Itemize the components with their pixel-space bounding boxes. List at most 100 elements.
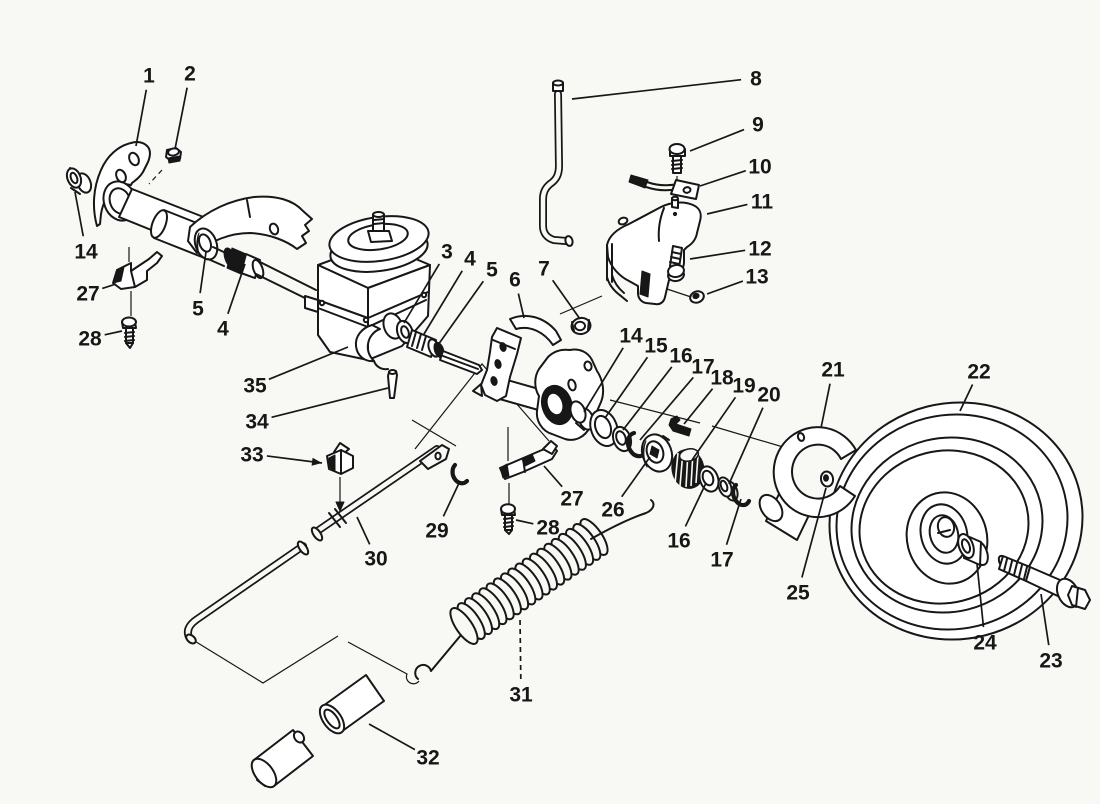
callout-leader-27 [543,465,563,488]
screw-28-right [500,503,516,535]
callout-leader-17 [639,376,694,441]
callout-leader-19 [691,396,737,461]
bushing-left [65,167,93,195]
side-plate [534,348,605,441]
axle-yoke-bracket [187,195,313,254]
callout-leader-23 [1040,593,1050,646]
callout-leader-24 [976,563,985,628]
callout-label-12: 12 [748,238,771,261]
callout-label-9: 9 [752,114,764,137]
callout-leader-15 [604,356,649,419]
bolt-9 [668,143,686,174]
axle-bolt-23 [997,554,1091,610]
callout-leader-16 [684,482,707,527]
callout-label-34: 34 [245,411,269,434]
callout-label-32: 32 [416,747,439,770]
callout-leader-32 [368,723,416,751]
callout-label-11: 11 [751,191,774,214]
callout-label-5: 5 [486,259,498,282]
e-ring-17-b [731,482,752,508]
callout-leader-25 [801,487,827,578]
callout-label-7: 7 [538,258,550,281]
spacer-24 [957,533,989,566]
ratchet-hub-26 [640,433,674,473]
callout-leader-11 [706,203,748,215]
bolt-12 [667,245,685,283]
callout-label-20: 20 [757,384,780,407]
callout-label-27: 27 [560,488,583,511]
output-shaft [395,319,483,375]
callout-leader-29 [442,480,461,517]
callout-leader-20 [728,407,764,485]
callout-label-30: 30 [364,548,387,571]
callout-label-13: 13 [745,266,768,289]
washer-25 [819,470,835,488]
washer-15 [589,409,619,447]
callout-label-21: 21 [821,359,845,382]
shift-rod-8 [539,79,574,247]
key-18 [668,415,692,437]
callout-leader-16 [622,366,673,431]
callout-label-3: 3 [441,241,453,264]
callout-label-6: 6 [509,269,521,292]
callout-label-25: 25 [786,582,810,605]
pivot-bracket-6 [472,314,562,402]
rollers-32 [250,674,385,789]
screw-28-left [121,316,137,349]
spring-31 [414,499,655,680]
callout-label-15: 15 [644,335,668,358]
callout-leader-28 [515,519,534,525]
callout-label-1: 1 [143,65,155,88]
callout-leader-30 [356,516,371,545]
callout-label-5: 5 [192,298,204,321]
pulley [328,211,430,273]
callout-label-23: 23 [1039,650,1062,673]
collar-4-left [207,246,317,302]
bearing-5-left [193,227,219,261]
callout-label-24: 24 [973,632,997,655]
callout-label-4: 4 [464,248,476,271]
callout-label-26: 26 [601,499,624,522]
phantom-lines [148,169,963,685]
callout-label-22: 22 [967,361,990,384]
callout-label-16: 16 [669,345,692,368]
callout-label-35: 35 [243,375,267,398]
nut-13 [689,290,705,304]
callout-leader-9 [689,128,745,152]
callout-label-17: 17 [691,356,714,379]
callout-label-14: 14 [619,325,643,348]
callout-leader-5 [199,251,207,294]
callout-leader-7 [551,279,581,320]
gear-cover-21 [758,426,857,541]
nut-2 [165,147,182,164]
cover-bracket-11 [606,195,702,306]
callout-label-2: 2 [184,63,196,86]
callout-leader-18 [683,388,714,425]
callout-leader-6 [517,293,525,319]
clip-27-left [112,247,163,316]
callout-leader-1 [135,89,148,147]
callout-label-17: 17 [710,549,733,572]
callout-leader-22 [959,384,974,412]
callout-label-33: 33 [240,444,263,467]
callout-leader-10 [699,169,747,187]
clip-27-right [499,427,558,504]
callout-label-4: 4 [217,318,229,341]
nut-7 [570,316,592,336]
shift-rod-30 [183,444,450,645]
clip-33 [326,442,354,512]
wheel-22 [828,401,1084,641]
callout-label-28: 28 [78,328,102,351]
callout-leader-31 [519,617,522,680]
callout-label-29: 29 [425,520,448,543]
callout-leader-2 [174,87,188,150]
callout-leader-28 [104,330,123,336]
e-ring-29 [450,462,470,486]
callout-label-16: 16 [667,530,690,553]
callout-label-10: 10 [748,156,771,179]
callout-leader-34 [271,387,389,419]
callout-label-8: 8 [750,68,762,91]
callout-leader-3 [403,263,441,324]
